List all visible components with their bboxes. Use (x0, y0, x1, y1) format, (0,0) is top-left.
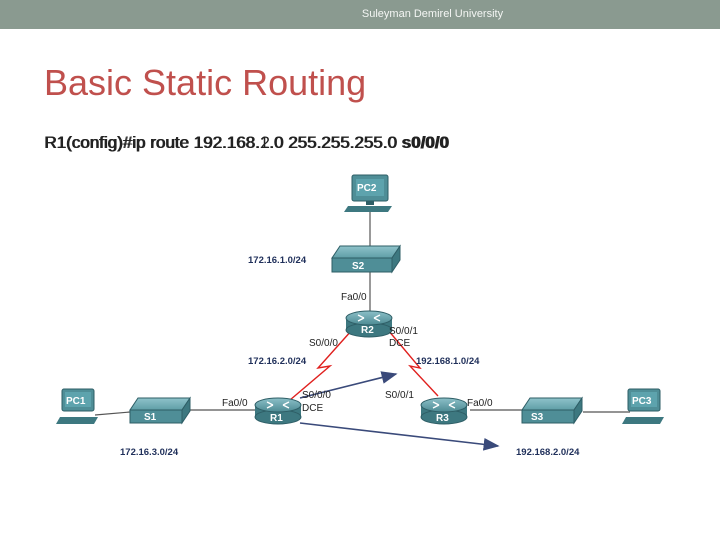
interface-r2-s001: S0/0/1 (389, 326, 418, 337)
network-label-s1: 172.16.3.0/24 (120, 447, 179, 458)
pc2-label: PC2 (357, 183, 377, 194)
ethernet-links (94, 210, 630, 416)
slide-title: Basic Static Routing (44, 62, 367, 103)
route-arrow-1 (299, 371, 398, 399)
network-label-r2-r3: 192.168.1.0/24 (416, 356, 480, 367)
interface-r2-fa: Fa0/0 (341, 292, 367, 303)
switch-s3: S3 (521, 396, 583, 425)
interface-r2-dce: DCE (389, 338, 410, 349)
s1-label: S1 (144, 412, 157, 423)
s2-label: S2 (352, 261, 365, 272)
r2-label: R2 (361, 325, 374, 336)
pc1-label: PC1 (66, 396, 86, 407)
command-1-text: R1(config)#ip route 192.168.1.0 255.255.… (44, 133, 397, 152)
pc1: PC1 (56, 388, 98, 424)
header-text: Suleyman Demirel University (361, 8, 504, 20)
interface-r2-s000: S0/0/0 (309, 338, 338, 349)
router-r2: R2 (345, 310, 393, 338)
interface-r3-s001: S0/0/1 (385, 390, 414, 401)
pc2: PC2 (344, 174, 392, 212)
interface-r1-dce: DCE (302, 403, 323, 414)
command-1-interface: s0/0/0 (401, 133, 449, 152)
pc3-label: PC3 (632, 396, 652, 407)
pc3: PC3 (622, 388, 664, 424)
command-line-2: R1(config)#ip route 192.168.2.0 255.255.… (45, 133, 450, 153)
r1-label: R1 (270, 413, 283, 424)
serial-links (289, 329, 439, 401)
network-label-s2: 172.16.1.0/24 (248, 255, 307, 266)
router-r1: R1 (254, 397, 302, 425)
s3-label: S3 (531, 412, 544, 423)
router-r3: R3 (420, 397, 468, 425)
command-2-interface: s0/0/0 (402, 133, 450, 152)
interface-r1-s000: S0/0/0 (302, 390, 331, 401)
interface-r3-fa: Fa0/0 (467, 398, 493, 409)
r3-label: R3 (436, 413, 449, 424)
switch-s1: S1 (129, 396, 191, 425)
command-2-text: R1(config)#ip route 192.168.2.0 255.255.… (45, 133, 398, 152)
network-label-s3: 192.168.2.0/24 (516, 447, 580, 458)
interface-r1-fa: Fa0/0 (222, 398, 248, 409)
command-line-1: R1(config)#ip route 192.168.1.0 255.255.… (44, 133, 449, 153)
header-bar: Suleyman Demirel University (0, 0, 720, 29)
switch-s2: S2 (331, 244, 401, 274)
route-arrow-2 (299, 422, 500, 451)
network-label-r1-r2: 172.16.2.0/24 (248, 356, 307, 367)
